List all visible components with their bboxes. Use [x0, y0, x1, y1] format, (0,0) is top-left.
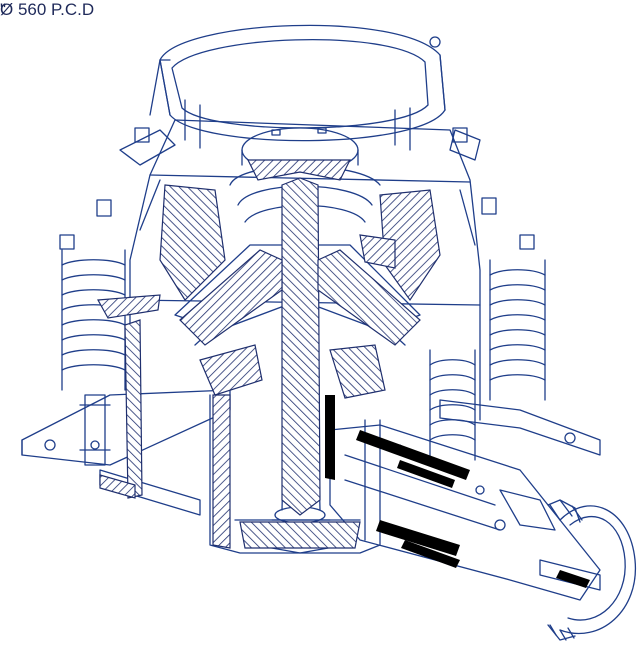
quote-mark: " [0, 0, 7, 19]
left-flange-section [97, 294, 161, 319]
left-spring-stack [61, 249, 126, 466]
pcd-label: Ø 560 P.C.D [0, 0, 95, 19]
drive-shaft-bushings [325, 395, 590, 588]
adjust-block-section [359, 234, 396, 269]
left-column-section [124, 319, 143, 499]
left-bowl-liner-section [159, 184, 226, 301]
bottom-bearing-section [239, 521, 361, 549]
drive-pulley [547, 499, 637, 641]
left-seal-section [199, 344, 263, 396]
housing-left-wall-section [212, 394, 231, 549]
base-foot-section [99, 474, 136, 499]
right-mantle-section [317, 249, 421, 346]
top-cap-section [247, 159, 351, 181]
shaft-section [281, 177, 321, 516]
feed-hopper-ring [119, 24, 481, 166]
left-mantle-section [179, 249, 283, 346]
right-seal-section [329, 344, 386, 399]
frame-bolts [59, 127, 535, 250]
